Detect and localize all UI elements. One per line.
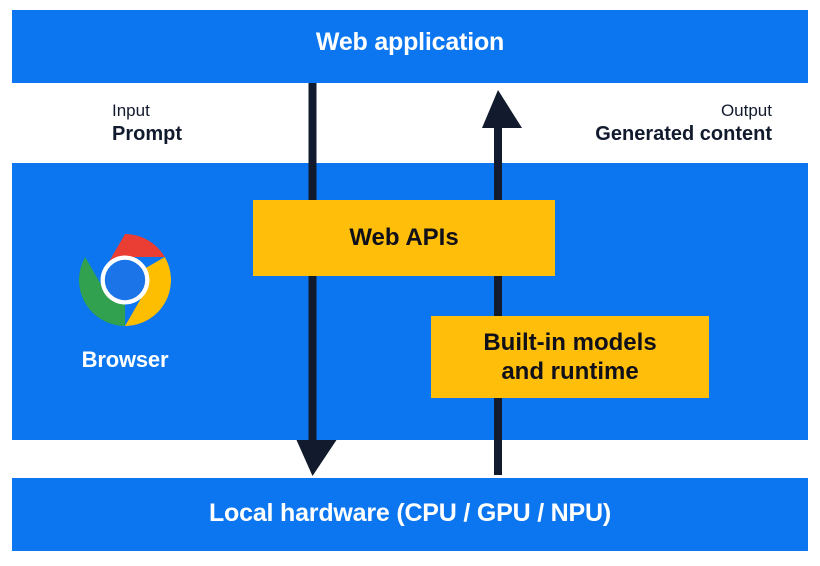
web-apis-label: Web APIs: [349, 224, 459, 252]
web-application-band: [12, 10, 808, 83]
browser-group: Browser: [78, 233, 172, 373]
web-application-label: Web application: [315, 28, 505, 56]
chrome-logo-icon: [78, 233, 172, 327]
input-flow-value: Prompt: [112, 122, 182, 145]
built-in-models-line2: and runtime: [501, 358, 639, 385]
output-flow-label: Output Generated content: [595, 101, 772, 146]
local-hardware-band: [12, 478, 808, 551]
output-flow-value: Generated content: [595, 122, 772, 145]
browser-caption: Browser: [81, 347, 169, 372]
built-in-models-line1: Built-in models: [483, 328, 657, 356]
local-hardware-label: Local hardware (CPU / GPU / NPU): [208, 499, 611, 527]
web-apis-box[interactable]: Web APIs: [253, 200, 555, 276]
built-in-models-box[interactable]: Built-in models and runtime: [431, 316, 709, 398]
input-flow-label: Input Prompt: [112, 101, 182, 146]
output-flow-kind: Output: [720, 101, 772, 120]
input-flow-kind: Input: [112, 101, 150, 120]
